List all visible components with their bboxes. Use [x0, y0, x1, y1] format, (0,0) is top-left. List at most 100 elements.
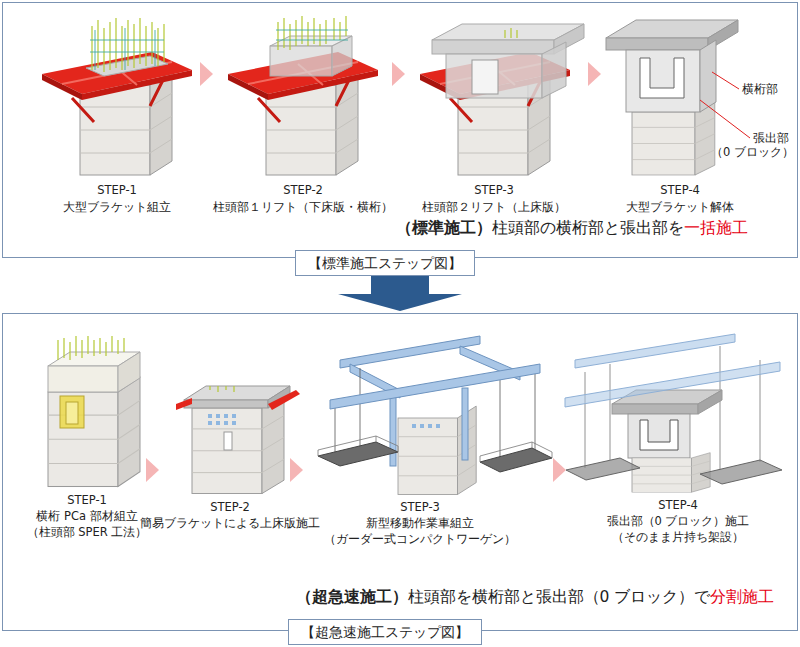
top-step4-figure	[712, 72, 739, 89]
bottom-step1-figure	[58, 336, 124, 360]
tag-line: 【超急速施工ステップ図】	[301, 624, 469, 641]
rapid-panel: （超急速施工）柱頭部を横桁部と張出部（0 ブロック）で分割施工	[2, 313, 798, 631]
top-step2-figure	[270, 46, 332, 76]
summary-line: （標準施工）柱頭部の横桁部と張出部を一括施工	[396, 218, 748, 237]
bottom-step2-figure	[192, 395, 284, 494]
top-step2-figure	[332, 36, 352, 76]
tag-text: 【超急速施工ステップ図】	[301, 624, 469, 640]
bottom-step3-figure	[420, 424, 424, 428]
caption-text: （ガーダー式コンパクトワーゲン）	[324, 532, 516, 546]
caption-text: 柱頭部２リフト（上床版）	[422, 200, 566, 214]
title-tag: 【超急速施工ステップ図】	[288, 619, 482, 645]
summary-text: 柱頭部の横桁部と張出部を	[492, 218, 684, 237]
step-number: STEP-4	[658, 498, 698, 512]
tag-text: 【標準施工ステップ図】	[308, 255, 462, 271]
title-tag: 【標準施工ステップ図】	[295, 250, 475, 276]
bottom-step4-figure	[565, 362, 780, 407]
bottom-step4-figure	[575, 334, 735, 368]
bottom-step2-figure	[224, 432, 232, 450]
bottom-step4-figure	[700, 460, 782, 484]
bottom-step3-figure	[318, 336, 552, 495]
top-step4-figure	[640, 58, 684, 98]
bottom-step2-figure	[224, 421, 228, 425]
step-number: STEP-1	[97, 183, 137, 197]
bottom-step1-figure	[118, 352, 140, 392]
bottom-step2-figure	[208, 414, 212, 418]
top-step4-figure	[700, 100, 750, 138]
caption-text: 横桁部	[742, 82, 778, 96]
bottom-step3-figure	[340, 336, 480, 368]
caption-text: 簡易ブラケットによる上床版施工	[140, 516, 320, 530]
bottom-step2-figure	[184, 400, 268, 408]
summary-line: （超急速施工）柱頭部を横桁部と張出部（0 ブロック）で分割施工	[296, 588, 775, 607]
tag-line: 【標準施工ステップ図】	[308, 255, 462, 272]
bottom-step3-figure	[318, 436, 398, 456]
step-number: STEP-4	[660, 183, 700, 197]
top-step1-figure	[42, 18, 192, 175]
caption-text: 横桁 PCa 部材組立	[36, 509, 137, 523]
bottom-step2-figure	[232, 421, 236, 425]
top-step1-figure	[42, 52, 192, 122]
bottom-step4-figure	[640, 420, 678, 450]
bottom-step1-figure	[48, 366, 118, 392]
step-number: STEP-1	[67, 493, 107, 507]
top-step2-figure	[278, 16, 346, 50]
top-step1-figure	[92, 18, 164, 72]
bottom-step1-figure	[48, 377, 140, 486]
bottom-step4-figure	[612, 404, 698, 414]
bottom-step1-figure	[66, 402, 78, 424]
summary-text: 分割施工	[710, 588, 774, 606]
summary-text: （超急速施工）	[296, 588, 408, 606]
bottom-step3-figure	[436, 424, 440, 428]
bottom-step2-figure	[208, 421, 212, 425]
top-step3-figure	[432, 40, 554, 54]
bottom-step1-figure	[60, 396, 84, 428]
top-step3-figure	[505, 28, 517, 38]
step-arrows	[290, 458, 303, 482]
bottom-step2-figure	[216, 421, 220, 425]
caption-text: 張出部（0 ブロック）施工	[607, 514, 750, 528]
top-step3-figure	[420, 24, 584, 175]
bottom-step3-figure	[480, 442, 552, 462]
top-step3-figure	[472, 60, 498, 94]
bottom-step4-figure	[698, 390, 722, 414]
bottom-step4-figure	[585, 346, 760, 470]
step-arrows	[553, 458, 566, 482]
summary-text: （標準施工）	[396, 218, 492, 237]
top-step3-figure	[542, 42, 566, 98]
bottom-step2-figure	[176, 386, 300, 494]
caption-text: （柱頭部 SPER 工法）	[27, 525, 148, 539]
summary-text: 一括施工	[684, 218, 748, 237]
caption-text: （0 ブロック）	[711, 145, 794, 159]
bottom-step3-figure	[412, 424, 416, 428]
bottom-step2-figure	[210, 386, 234, 392]
top-step3-figure	[446, 54, 542, 98]
bottom-step2-figure	[224, 414, 228, 418]
top-step4-figure	[626, 50, 700, 112]
bottom-step3-figure	[480, 448, 552, 472]
bottom-step3-figure	[462, 388, 468, 460]
caption-text: 新型移動作業車組立	[366, 516, 474, 530]
step-number: STEP-3	[474, 183, 514, 197]
top-step2-figure	[228, 16, 378, 175]
step-arrows	[200, 62, 213, 86]
bottom-step1-figure	[48, 336, 140, 487]
top-step2-figure	[276, 30, 348, 40]
bottom-step2-figure	[216, 414, 220, 418]
bottom-step2-figure	[208, 414, 236, 425]
step-arrows	[146, 458, 159, 482]
caption-text: 柱頭部１リフト（下床版・横桁）	[213, 200, 393, 214]
top-step4-figure	[632, 102, 715, 175]
caption-text: 大型ブラケット組立	[63, 200, 171, 214]
top-step1-figure	[90, 28, 164, 70]
bottom-step2-figure	[176, 398, 192, 410]
step-number: STEP-2	[210, 500, 250, 514]
standard-panel: （標準施工）柱頭部の横桁部と張出部を一括施工	[2, 2, 798, 258]
caption-text: 張出部	[753, 131, 789, 145]
bottom-step4-figure	[566, 458, 640, 480]
bottom-step4-figure	[632, 453, 710, 493]
top-step4-figure	[606, 38, 708, 50]
bottom-step3-figure	[428, 424, 432, 428]
bottom-step2-figure	[268, 390, 300, 410]
